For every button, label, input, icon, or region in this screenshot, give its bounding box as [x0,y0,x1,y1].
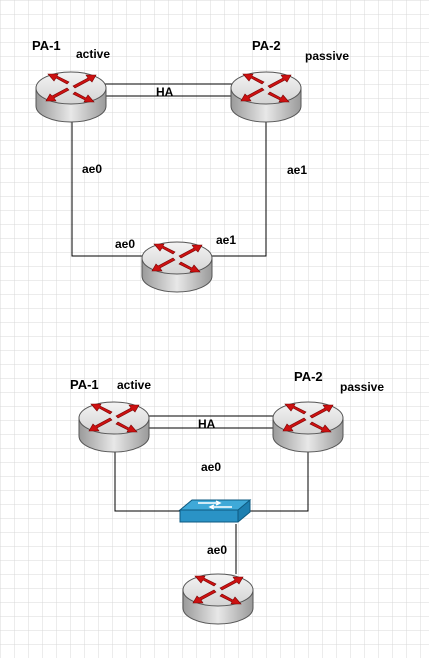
pa2-state-label: passive [305,49,349,63]
ae0-link-2-right [240,450,309,512]
ha-link-2 [148,415,276,429]
pa2-name-label: PA-2 [252,38,281,53]
ae0-link-2-left [114,450,180,512]
ha-label-1: HA [156,85,174,99]
diagram-2: PA-1 active PA-2 passive HA ae0 ae0 [70,369,384,625]
router-pa2-1[interactable] [230,71,302,123]
pa1-name-label: PA-1 [32,38,61,53]
ae0-link-1 [71,116,143,257]
router-pa1-1[interactable] [35,71,107,123]
switch-label-2: ae0 [201,460,221,474]
router-pa1-2[interactable] [78,401,150,453]
ae1-link-1 [212,116,267,257]
left-link-label-1: ae0 [82,162,102,176]
right-link-label-1: ae1 [287,163,307,177]
pa1-state-label-2: active [117,378,151,392]
pa2-state-label-2: passive [340,380,384,394]
pa2-name-label-2: PA-2 [294,369,323,384]
pa1-name-label-2: PA-1 [70,377,99,392]
ha-link-1 [105,83,234,97]
pa1-state-label: active [76,47,110,61]
router-bottom-2[interactable] [182,573,254,625]
router-bottom-1[interactable] [141,241,213,293]
router-pa2-2[interactable] [272,401,344,453]
bottom-right-label-1: ae1 [216,233,236,247]
ha-label-2: HA [198,417,216,431]
downlink-label-2: ae0 [207,543,227,557]
diagram-1: PA-1 active PA-2 passive HA ae0 ae1 ae0 … [32,38,349,293]
switch-2[interactable] [179,499,251,523]
bottom-left-label-1: ae0 [115,237,135,251]
